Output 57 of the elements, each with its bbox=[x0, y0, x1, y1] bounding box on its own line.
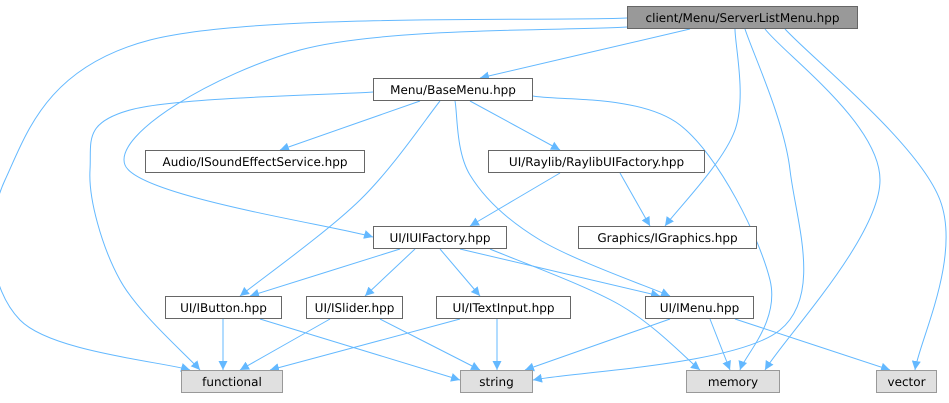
file-name: Audio/ISoundEffectService.hpp bbox=[162, 156, 348, 168]
file-name: Menu/BaseMenu.hpp bbox=[390, 84, 516, 96]
arrow bbox=[364, 248, 416, 296]
file-name: vector bbox=[887, 376, 926, 388]
file-box bbox=[876, 370, 937, 393]
file-name: UI/ITextInput.hpp bbox=[452, 302, 554, 314]
file-box bbox=[488, 150, 705, 173]
file-name: UI/Raylib/RaylibUIFactory.hpp bbox=[508, 156, 684, 168]
file-box bbox=[181, 370, 283, 393]
arrow bbox=[490, 248, 700, 370]
file-name: UI/ISlider.hpp bbox=[314, 302, 394, 314]
file-name: functional bbox=[202, 376, 262, 388]
file-name: UI/IUIFactory.hpp bbox=[389, 232, 490, 244]
arrow bbox=[524, 318, 670, 372]
arrow bbox=[620, 172, 650, 226]
arrow bbox=[664, 28, 741, 226]
arrow bbox=[460, 248, 660, 298]
file-box bbox=[306, 296, 403, 319]
file-name: string bbox=[479, 376, 514, 388]
file-name: client/Menu/ServerListMenu.hpp bbox=[646, 12, 840, 24]
file-box bbox=[460, 370, 533, 393]
arrow bbox=[218, 318, 228, 370]
file-name: UI/IButton.hpp bbox=[180, 302, 267, 314]
arrow bbox=[470, 100, 560, 150]
arrow bbox=[270, 318, 460, 372]
arrow bbox=[240, 318, 330, 370]
arrow bbox=[480, 28, 690, 80]
file-box bbox=[145, 150, 365, 173]
arrow bbox=[0, 18, 628, 372]
arrow bbox=[734, 318, 890, 372]
arrow bbox=[710, 318, 731, 370]
arrow bbox=[380, 318, 480, 370]
arrow bbox=[784, 28, 946, 370]
arrow bbox=[124, 26, 628, 240]
file-box bbox=[373, 78, 533, 101]
arrow bbox=[240, 100, 440, 296]
file-box bbox=[373, 226, 507, 249]
file-box bbox=[627, 6, 858, 29]
arrow bbox=[250, 248, 400, 298]
arrow bbox=[454, 100, 670, 297]
file-box bbox=[686, 370, 780, 393]
arrow bbox=[470, 172, 560, 226]
arrow bbox=[260, 318, 460, 382]
file-box bbox=[645, 296, 754, 319]
file-name: Graphics/IGraphics.hpp bbox=[597, 232, 738, 244]
file-box bbox=[436, 296, 571, 319]
arrow bbox=[280, 100, 420, 152]
arrow bbox=[89, 92, 374, 370]
file-box bbox=[578, 226, 757, 249]
file-box bbox=[165, 296, 282, 319]
arrow bbox=[492, 318, 502, 370]
arrow bbox=[764, 28, 880, 370]
arrow bbox=[532, 96, 772, 370]
file-name: UI/IMenu.hpp bbox=[660, 302, 740, 314]
arrow bbox=[440, 248, 480, 296]
arrow bbox=[532, 28, 804, 383]
file-name: memory bbox=[708, 376, 758, 388]
